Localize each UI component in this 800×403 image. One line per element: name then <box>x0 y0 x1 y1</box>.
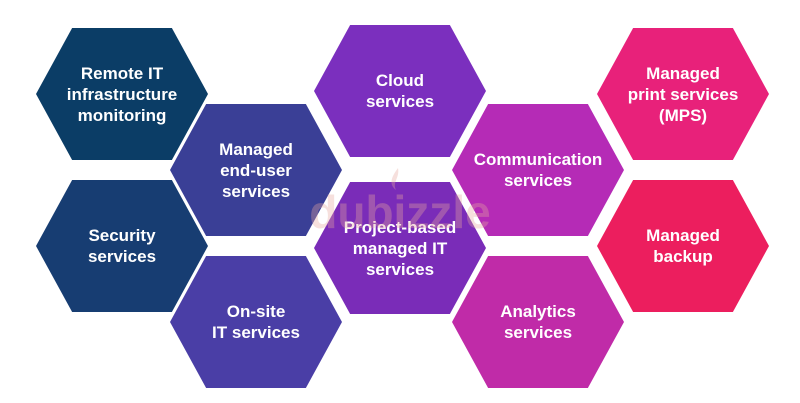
hexagon-label: Managed end-user services <box>219 139 293 201</box>
hexagon-analytics-services: Analytics services <box>452 256 624 388</box>
hexagon-managed-print-services: Managed print services (MPS) <box>597 28 769 160</box>
hexagon-label: Project-based managed IT services <box>343 217 457 279</box>
hexagon-label: Remote IT infrastructure monitoring <box>66 63 178 125</box>
hexagon-project-based-managed-it-services: Project-based managed IT services <box>314 182 486 314</box>
hexagon-on-site-it-services: On-site IT services <box>170 256 342 388</box>
hexagon-label: Managed backup <box>646 226 720 266</box>
hexagon-label: Analytics services <box>500 302 576 342</box>
hexagon-managed-backup: Managed backup <box>597 180 769 312</box>
hexagon-remote-it-monitoring: Remote IT infrastructure monitoring <box>36 28 208 160</box>
hexagon-label: Security services <box>87 226 157 266</box>
hexagon-managed-end-user-services: Managed end-user services <box>170 104 342 236</box>
hexagon-label: Communication services <box>473 150 603 190</box>
hexagon-security-services: Security services <box>36 180 208 312</box>
hexagon-communication-services: Communication services <box>452 104 624 236</box>
hexagon-label: On-site IT services <box>212 302 300 342</box>
hexagon-cloud-services: Cloud services <box>314 25 486 157</box>
hexagon-label: Managed print services (MPS) <box>627 63 739 125</box>
hexagon-label: Cloud services <box>365 71 435 111</box>
